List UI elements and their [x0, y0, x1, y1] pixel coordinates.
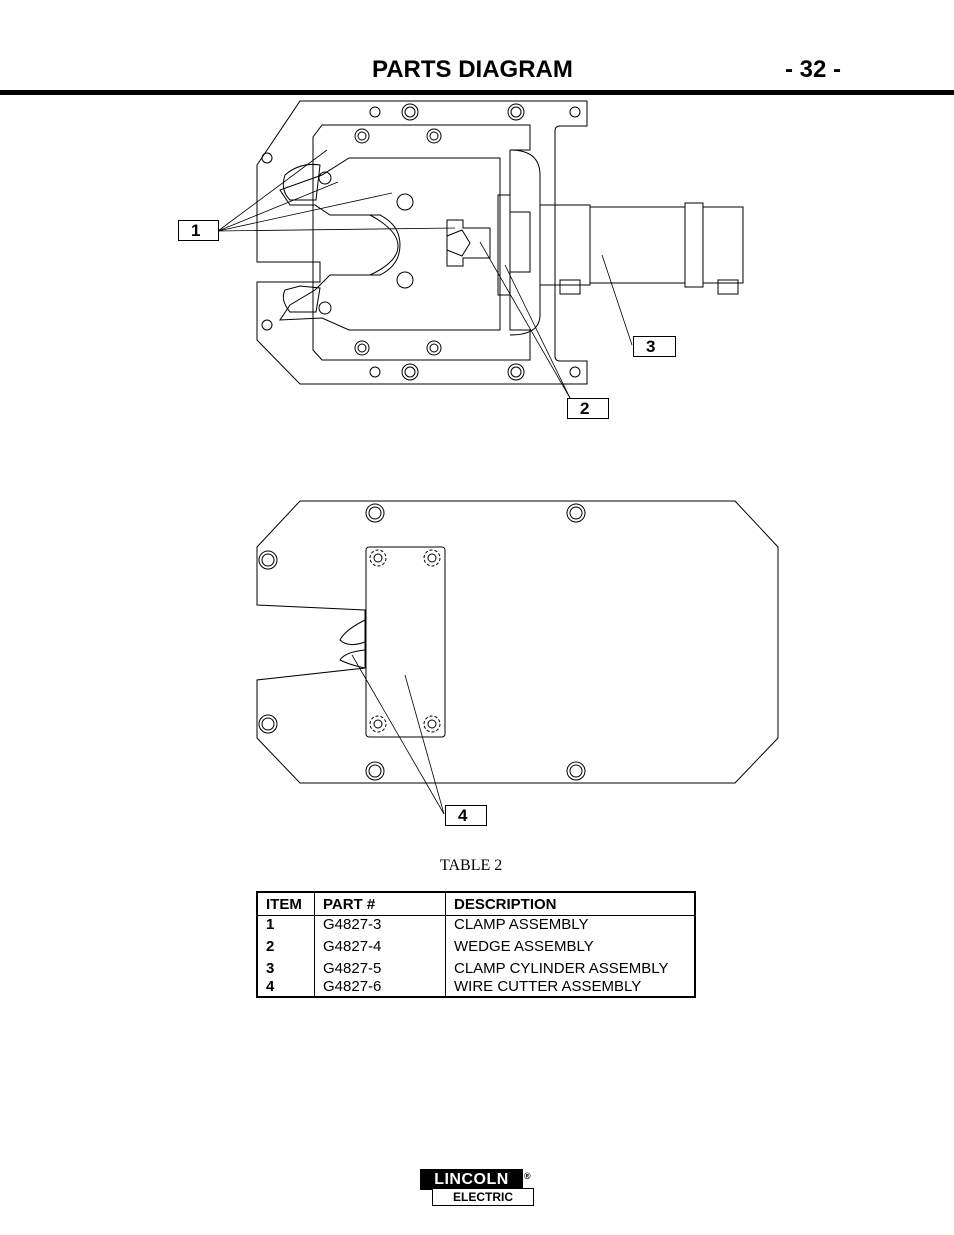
- description-cell: CLAMP ASSEMBLY: [454, 916, 589, 933]
- description-cell: CLAMP CYLINDER ASSEMBLY: [454, 959, 669, 977]
- callout-2: 2: [567, 398, 609, 419]
- page-number: - 32 -: [785, 56, 842, 83]
- description-cell: WEDGE ASSEMBLY: [454, 937, 594, 955]
- item-cell: 2: [257, 937, 315, 960]
- clamp-assembly-top-view: [256, 100, 744, 385]
- page-title: PARTS DIAGRAM: [372, 56, 573, 83]
- logo-bottom-text: ELECTRIC: [432, 1188, 534, 1206]
- description-cell: WIRE CUTTER ASSEMBLY: [454, 977, 642, 995]
- parts-diagram-drawing: [217, 100, 779, 815]
- leader-lines-top: [217, 149, 633, 399]
- logo-top-text: LINCOLN: [420, 1169, 523, 1190]
- column-header-item: ITEM: [257, 892, 315, 916]
- column-header-description: DESCRIPTION: [445, 892, 695, 916]
- wire-cutter-bottom-view: [256, 500, 779, 784]
- item-cell: 4: [257, 977, 315, 997]
- callout-4: 4: [445, 805, 487, 826]
- leader-lines-bottom: [351, 654, 445, 815]
- title-rule: [0, 90, 954, 95]
- table-row: 3 G4827-5 CLAMP CYLINDER ASSEMBLY: [257, 959, 695, 978]
- table-row: 1 G4827-3 CLAMP ASSEMBLY: [257, 915, 695, 938]
- callout-3: 3: [633, 336, 676, 357]
- item-cell: 1: [257, 915, 315, 938]
- lincoln-electric-logo: LINCOLN ® ELECTRIC: [420, 1169, 536, 1207]
- item-cell: 3: [257, 959, 315, 978]
- logo-registered-mark: ®: [524, 1171, 531, 1181]
- table-row: 2 G4827-4 WEDGE ASSEMBLY: [257, 937, 695, 960]
- part-cell: G4827-5: [314, 959, 446, 978]
- callout-1: 1: [178, 220, 219, 241]
- part-cell: G4827-4: [314, 937, 446, 960]
- parts-table: ITEM PART # DESCRIPTION 1 G4827-3 CLAMP …: [256, 891, 696, 998]
- column-header-part: PART #: [314, 892, 446, 916]
- table-caption: TABLE 2: [440, 857, 503, 874]
- table-row: 4 G4827-6 WIRE CUTTER ASSEMBLY: [257, 977, 695, 997]
- part-cell: G4827-3: [314, 915, 446, 938]
- part-cell: G4827-6: [314, 977, 446, 997]
